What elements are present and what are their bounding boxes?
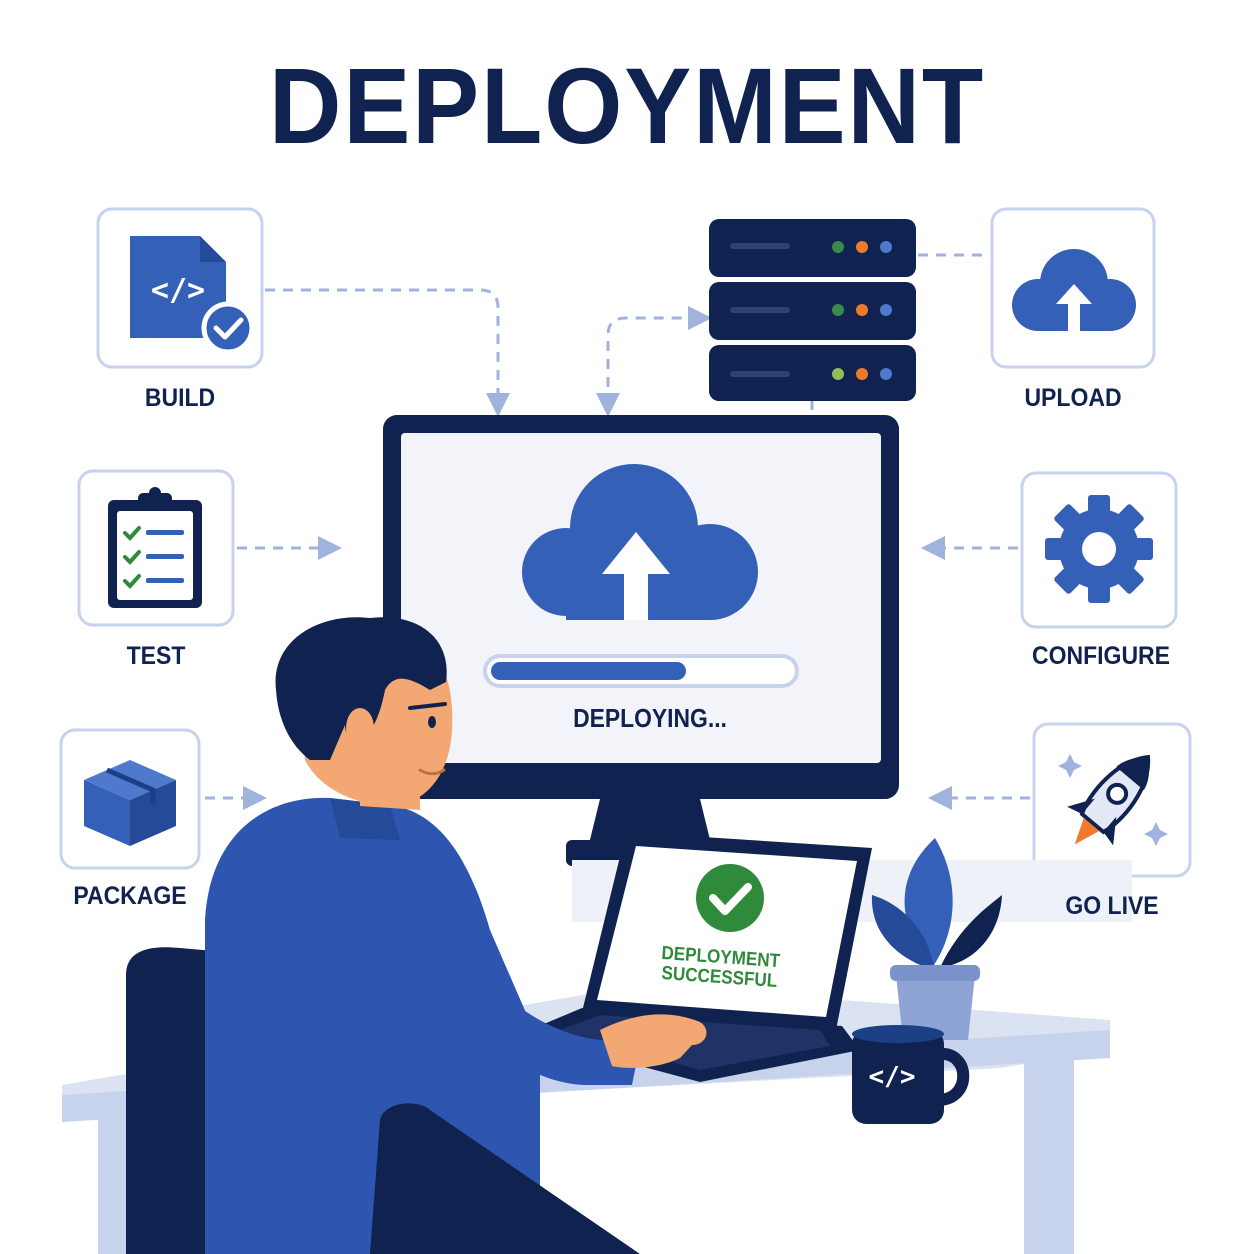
step-card-golive xyxy=(1032,722,1192,878)
step-card-configure xyxy=(1020,471,1178,629)
rocket-icon xyxy=(1058,754,1168,846)
server-unit-2 xyxy=(709,282,916,340)
developer-person xyxy=(205,617,707,1254)
code-file-check-icon: </> xyxy=(130,236,255,355)
connector-server xyxy=(596,306,712,417)
deploy-progress-bar xyxy=(483,654,799,688)
coffee-mug xyxy=(852,1025,970,1124)
mug-code-text: </> xyxy=(868,1062,916,1092)
deploying-status-text: DEPLOYING... xyxy=(573,703,727,733)
step-card-test xyxy=(77,469,235,627)
connector-build xyxy=(265,288,510,417)
monitor-cloud-upload-icon xyxy=(522,464,758,620)
svg-text:</>: </> xyxy=(151,273,205,308)
laptop-check-circle-icon xyxy=(696,864,764,932)
monitor xyxy=(383,415,899,866)
potted-plant xyxy=(871,838,1002,1040)
server-unit-3 xyxy=(709,345,916,401)
package-box-icon xyxy=(84,760,176,846)
laptop xyxy=(520,832,872,1082)
step-label-test: TEST xyxy=(126,642,186,670)
gear-icon xyxy=(1045,495,1153,603)
server-rack xyxy=(709,219,916,401)
step-card-upload xyxy=(990,207,1156,369)
step-label-build: BUILD xyxy=(144,384,216,412)
step-card-package xyxy=(59,728,201,870)
cloud-upload-icon xyxy=(1012,249,1136,331)
clipboard-checklist-icon xyxy=(108,487,202,608)
flow-connectors xyxy=(205,253,1030,810)
step-label-golive: GO LIVE xyxy=(1065,892,1159,920)
step-label-package: PACKAGE xyxy=(73,882,187,910)
page-title: DEPLOYMENT xyxy=(268,45,986,166)
step-card-build: </> xyxy=(96,207,264,369)
step-label-upload: UPLOAD xyxy=(1024,384,1122,412)
server-unit-1 xyxy=(709,219,916,277)
step-label-configure: CONFIGURE xyxy=(1032,642,1170,670)
